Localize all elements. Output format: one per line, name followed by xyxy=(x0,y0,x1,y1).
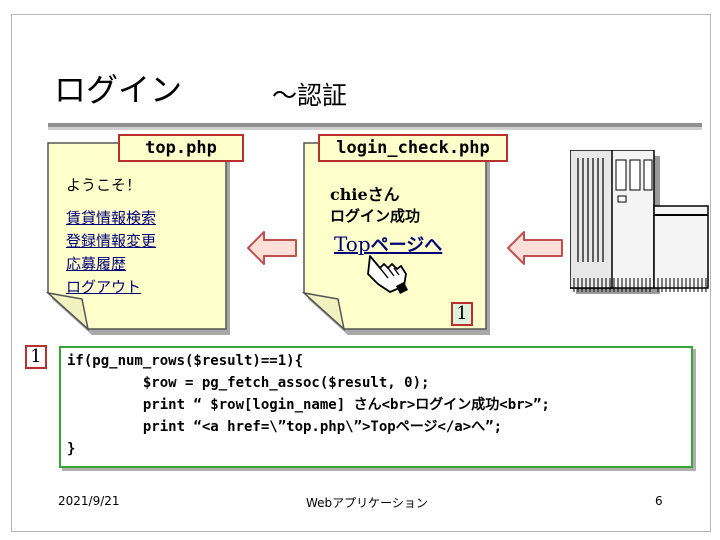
server-icon xyxy=(570,150,709,294)
top-page-link[interactable]: Topページへ xyxy=(334,231,442,257)
slide-subtitle: ～認証 xyxy=(272,81,348,110)
slide-title: ログイン xyxy=(54,71,183,109)
step-marker-left: 1 xyxy=(25,345,47,369)
slide-frame xyxy=(11,14,711,532)
menu-link-history[interactable]: 応募履歴 xyxy=(66,255,127,273)
welcome-text: ようこそ！ xyxy=(66,176,142,194)
menu-link-search[interactable]: 賃貸情報検索 xyxy=(66,209,157,227)
left-arrow-icon xyxy=(247,231,297,265)
top-php-tag: top.php xyxy=(118,134,244,162)
step-marker-right: 1 xyxy=(451,302,473,326)
page-number: 6 xyxy=(655,494,663,508)
title-rule-shadow xyxy=(48,127,702,130)
footer-title: Webアプリケーション xyxy=(306,496,428,510)
code-snippet: if(pg_num_rows($result)==1){ $row = pg_f… xyxy=(67,353,550,457)
top-link-prefix: Top xyxy=(334,232,371,256)
menu-link-edit-profile[interactable]: 登録情報変更 xyxy=(66,232,157,250)
top-link-suffix: ページへ xyxy=(370,235,443,256)
top-menu: 賃貸情報検索 登録情報変更 応募履歴 ログアウト xyxy=(66,207,156,299)
title-rule xyxy=(48,123,702,127)
menu-link-logout[interactable]: ログアウト xyxy=(66,278,142,296)
footer-date: 2021/9/21 xyxy=(58,494,120,508)
left-arrow-icon xyxy=(507,231,563,265)
login-success-text: ログイン成功 xyxy=(330,207,421,225)
login-check-php-tag: login_check.php xyxy=(318,134,508,162)
code-box xyxy=(59,346,693,468)
user-greeting: chieさん xyxy=(330,185,400,204)
login-check-page-note xyxy=(301,142,490,335)
hand-cursor-icon xyxy=(367,255,408,294)
